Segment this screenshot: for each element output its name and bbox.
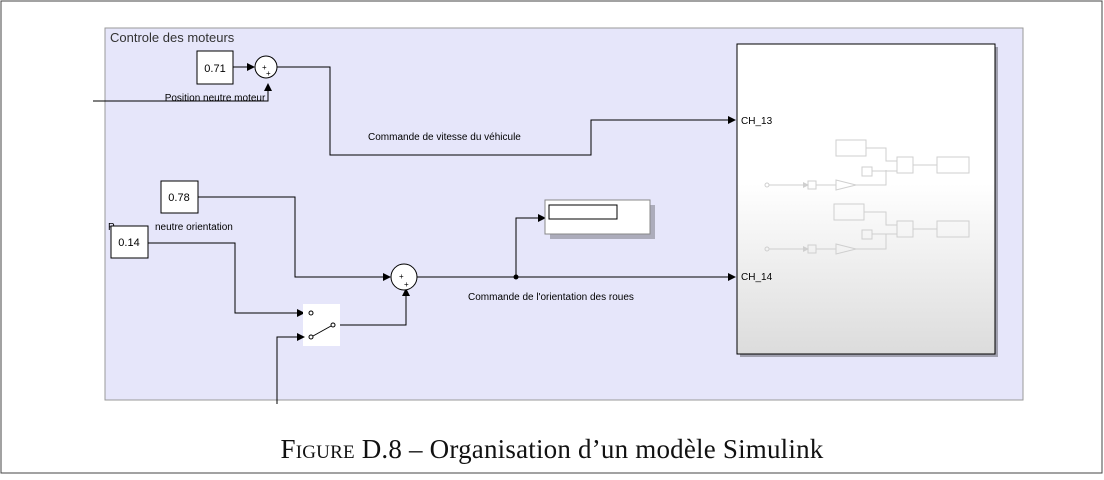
sum-sign-orient-b: + <box>404 280 409 289</box>
sum-sign-motor-a: + <box>262 63 267 72</box>
wire-orient-bottom <box>148 242 305 317</box>
switch-contact-a <box>308 310 314 316</box>
switch-contact-out <box>330 322 336 328</box>
label-motor-neutral: Position neutre moteur <box>165 93 266 104</box>
constant-value-orient-bottom: 0.14 <box>118 237 139 249</box>
constant-block-orient-top[interactable] <box>160 180 199 214</box>
caption-prefix: Figure D.8 <box>280 434 403 464</box>
label-orient-neutral: neutre orientation <box>155 222 233 233</box>
port-label-ch14: CH_14 <box>741 272 773 283</box>
preview-wire <box>856 234 887 250</box>
label-speed-command: Commande de vitesse du véhicule <box>368 132 521 143</box>
preview-wire <box>864 211 897 226</box>
wire-speed-command <box>277 66 736 156</box>
wire-to-display <box>515 214 546 277</box>
subsystem-block[interactable] <box>736 43 996 355</box>
constant-value-motor: 0.71 <box>204 63 225 75</box>
preview-wire <box>856 170 887 186</box>
external-input-line <box>93 83 272 102</box>
caption-text: Organisation d’un modèle Simulink <box>429 434 824 464</box>
switch-contact-b <box>308 334 314 340</box>
sum-sign-orient-a: + <box>399 272 404 281</box>
switch-block[interactable] <box>303 304 340 346</box>
wire-orient-top <box>198 196 391 281</box>
label-orient-command: Commande de l'orientation des roues <box>468 292 634 303</box>
display-readout <box>548 204 618 220</box>
port-label-ch13: CH_13 <box>741 116 773 127</box>
constant-block-orient-bottom[interactable] <box>110 225 149 259</box>
figure-caption: Figure D.8 – Organisation d’un modèle Si… <box>0 434 1104 465</box>
wire-switch-to-sum <box>340 288 410 326</box>
switch-lever <box>312 325 332 337</box>
subsystem-title: Controle des moteurs <box>110 30 235 45</box>
caption-dash: – <box>409 434 423 464</box>
constant-value-orient-top: 0.78 <box>168 192 189 204</box>
external-input-switch <box>276 333 305 404</box>
sum-sign-motor-b: + <box>266 69 271 78</box>
preview-gain <box>835 243 857 255</box>
subsystem-preview <box>764 139 970 255</box>
preview-gain <box>835 179 857 191</box>
preview-wire <box>866 147 897 162</box>
